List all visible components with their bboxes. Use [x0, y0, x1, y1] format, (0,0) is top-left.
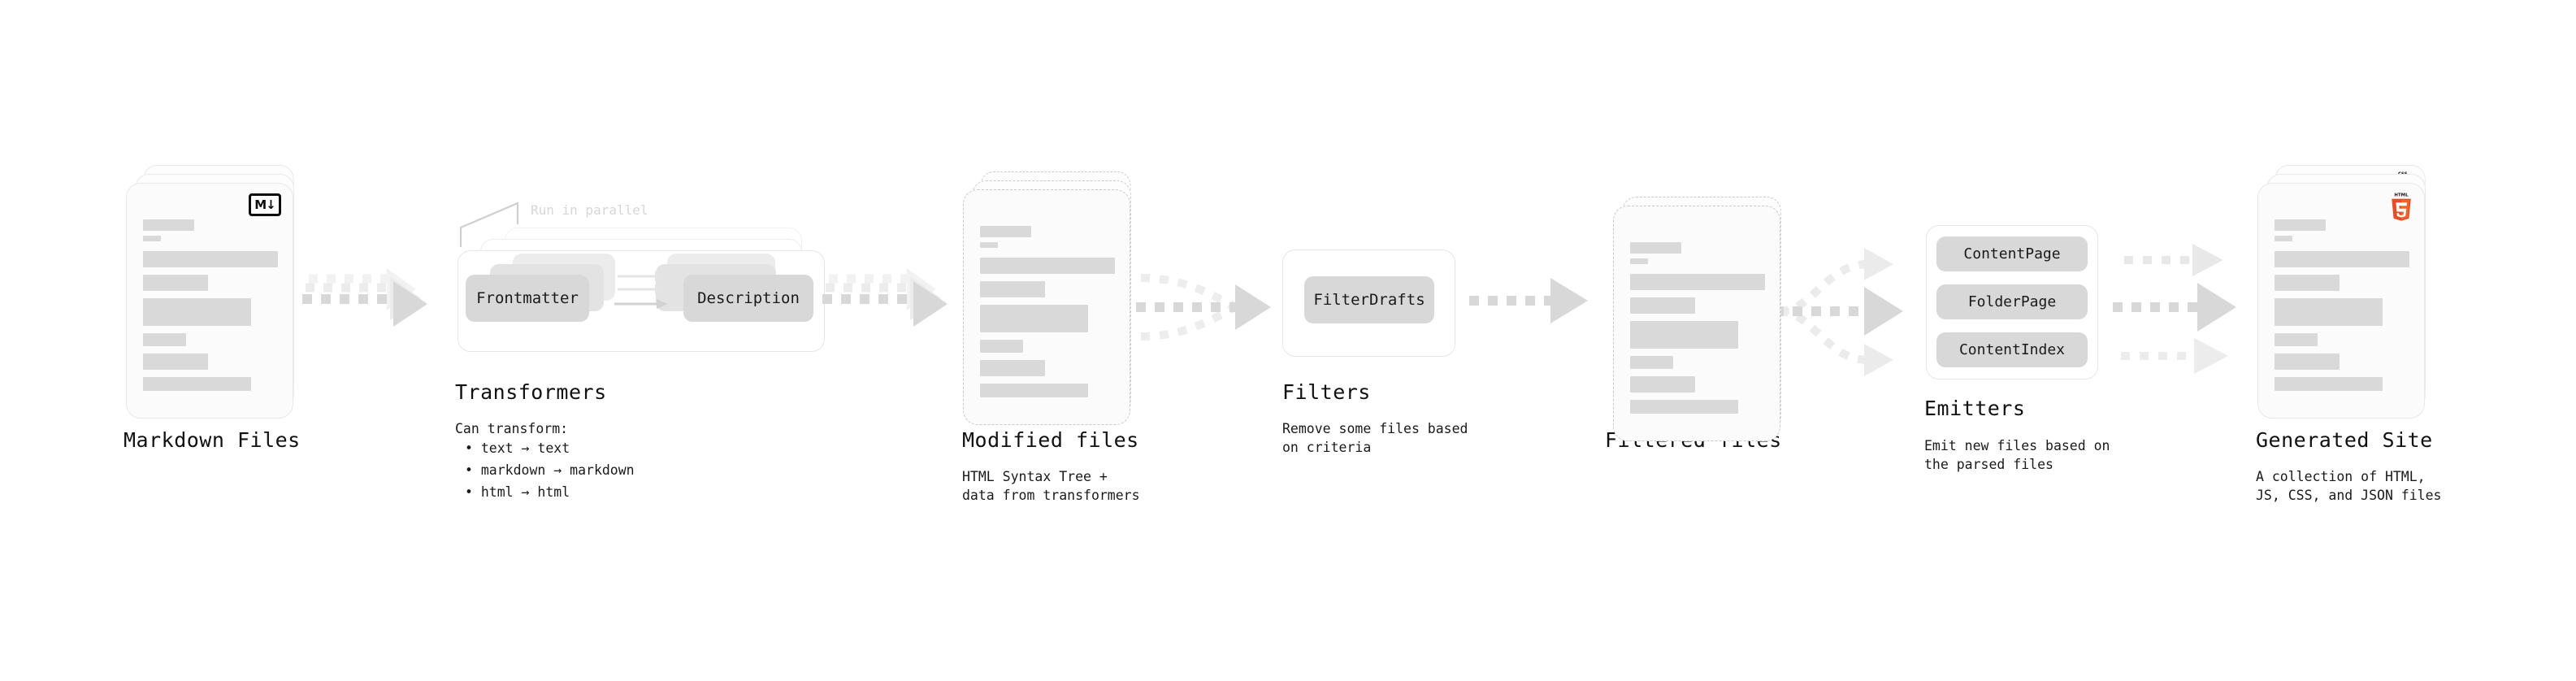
modified-card-front: [963, 189, 1130, 425]
connector-filters-to-filtered: [1469, 278, 1588, 323]
caption-emitters: Emitters: [1924, 397, 2026, 420]
description-modified-files: HTML Syntax Tree + data from transformer…: [962, 469, 1140, 504]
caption-transformers: Transformers: [455, 380, 607, 404]
description-transformers: Can transform:: [455, 421, 569, 436]
caption-filters: Filters: [1282, 380, 1371, 404]
description-filters: Remove some files based on criteria: [1282, 421, 1468, 456]
transformers-bullet-0: • text → text: [465, 440, 570, 456]
caption-modified-files: Modified files: [962, 428, 1139, 452]
run-in-parallel-bracket-icon: [459, 202, 519, 247]
chip-contentindex[interactable]: ContentIndex: [1936, 332, 2088, 367]
placeholder-lines: [143, 219, 278, 396]
html5-badge-icon: HTML: [2388, 192, 2414, 221]
connector-transformers-to-modified: [822, 268, 948, 327]
connector-filtered-to-emitters: [1755, 248, 1903, 376]
description-emitters: Emit new files based on the parsed files: [1924, 438, 2110, 473]
connector-emitters-to-site: [2113, 244, 2236, 374]
svg-text:HTML: HTML: [2394, 193, 2409, 197]
placeholder-lines: [2275, 219, 2409, 396]
markdown-card-front: M↓: [126, 183, 293, 419]
connector-md-to-transformers: [302, 268, 427, 327]
chip-description[interactable]: Description: [683, 275, 813, 322]
filtered-card-front: [1613, 206, 1780, 441]
chip-folderpage[interactable]: FolderPage: [1936, 284, 2088, 319]
run-in-parallel-label: Run in parallel: [531, 202, 648, 218]
chip-contentpage[interactable]: ContentPage: [1936, 236, 2088, 271]
chip-frontmatter[interactable]: Frontmatter: [466, 275, 589, 322]
placeholder-lines: [980, 226, 1115, 402]
markdown-badge-icon: M↓: [249, 193, 281, 216]
caption-generated-site: Generated Site: [2256, 428, 2433, 452]
transformers-bullet-1: • markdown → markdown: [465, 462, 635, 478]
transformer-inner-arrows-icon: [614, 271, 668, 309]
caption-markdown-files: Markdown Files: [124, 428, 301, 452]
chip-filterdrafts[interactable]: FilterDrafts: [1304, 276, 1434, 323]
site-card-front: HTML: [2257, 183, 2425, 419]
connector-modified-to-filters: [1136, 274, 1271, 340]
description-generated-site: A collection of HTML, JS, CSS, and JSON …: [2256, 469, 2442, 504]
placeholder-lines: [1630, 242, 1765, 419]
transformers-bullet-2: • html → html: [465, 484, 570, 500]
